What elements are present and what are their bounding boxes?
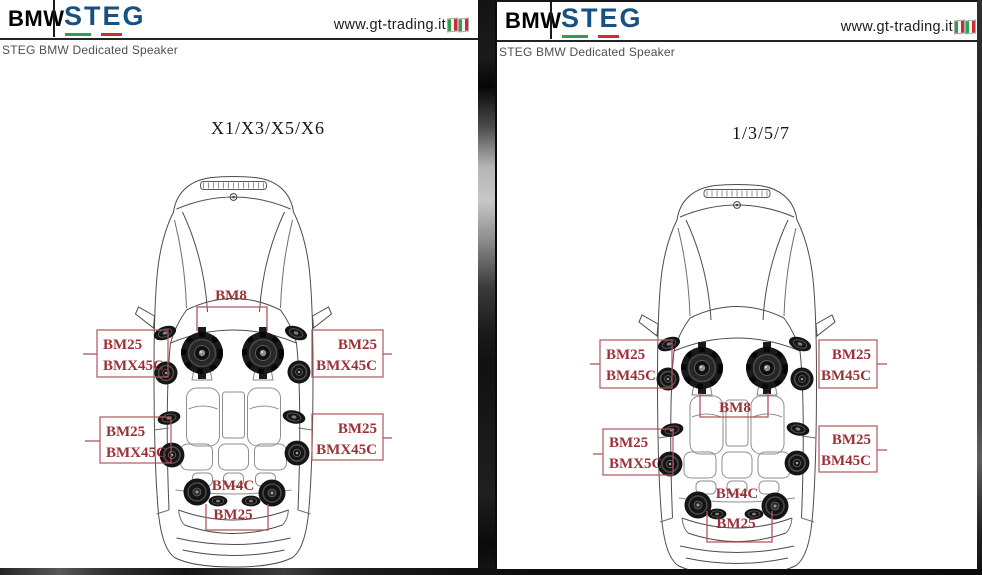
speaker-labels: BM8 BM25 BM45C BM25 BM45C BM25 BMX5C BM2… [590,339,887,543]
desktop-gap-strip [478,0,497,575]
logo-divider [53,0,55,37]
rear-left-label-2: BMX5C [609,456,662,472]
steg-green-bar [562,35,588,38]
steg-green-bar [65,33,91,36]
rear-left-tweeter [658,420,686,440]
rear-right-label-1: BM25 [832,432,871,448]
page-tagline: STEG BMW Dedicated Speaker [2,43,178,57]
steg-logo: STEG [561,4,641,40]
steg-red-bar [598,35,619,38]
front-right-midrange [789,366,815,392]
steg-red-bar [101,33,122,36]
front-left-label-2: BMX45C [103,358,164,374]
deck-tweeter-bracket [205,504,269,531]
rear-right-label-2: BMX45C [316,442,377,458]
deck-right-tweeter [241,495,261,507]
desktop-right-strip [977,0,982,575]
header-rule [497,40,977,42]
website-text: www.gt-trading.it [840,19,953,35]
rear-left-label-box [99,416,172,464]
rear-right-label-box [311,413,384,461]
dash-speaker-bracket [196,306,268,331]
front-right-label-box [311,329,384,378]
dash-speaker-bracket [699,393,769,418]
label-dash-speaker: BM8 [719,400,751,416]
label-dash-speaker: BM8 [215,288,247,304]
rear-left-label-2: BMX45C [106,445,167,461]
page-tagline: STEG BMW Dedicated Speaker [499,45,675,59]
deck-right-speaker [760,491,790,521]
steg-logo-text: STEG [561,3,643,33]
front-right-midrange [286,359,312,385]
rear-left-tweeter [155,408,183,428]
front-right-label-1: BM25 [832,347,871,363]
logo-divider [550,2,552,39]
label-deck-tweeter: BM25 [716,516,755,532]
front-right-label-1: BM25 [338,337,377,353]
label-rear-deck: BM4C [716,486,759,502]
website-url: www.gt-trading.it [840,19,976,35]
website-url: www.gt-trading.it [333,17,469,33]
model-title: 1/3/5/7 [731,123,790,143]
underseat-right-woofer [746,342,788,395]
front-left-label-1: BM25 [606,347,645,363]
front-right-label-box [818,339,878,389]
front-left-tweeter [655,333,683,355]
label-deck-tweeter: BM25 [213,507,252,523]
rear-right-tweeter [784,419,812,439]
rear-right-label-box [818,425,878,473]
rear-right-label-2: BM45C [821,453,871,469]
front-right-label-2: BM45C [821,368,871,384]
speaker-labels: BM8 BM25 BMX45C BM25 BMX45C BM25 BMX45C … [83,288,392,531]
deck-right-speaker [257,478,287,508]
front-left-label-1: BM25 [103,337,142,353]
rear-right-tweeter [280,407,308,427]
dash-left-woofer [181,327,223,380]
front-left-label-box [96,329,169,378]
steg-logo: STEG [64,2,144,38]
label-rear-deck: BM4C [212,478,255,494]
front-left-midrange [655,366,681,392]
header-rule [0,38,478,40]
rear-left-label-1: BM25 [609,435,648,451]
dash-right-woofer [242,327,284,380]
website-text: www.gt-trading.it [333,17,446,33]
deck-left-speaker [182,477,212,507]
deck-left-tweeter [208,495,228,507]
rear-left-label-1: BM25 [106,424,145,440]
rear-right-label-1: BM25 [338,421,377,437]
front-left-label-box [599,339,673,389]
speaker-diagram-x-series: BM8 BM25 BMX45C BM25 BMX45C BM25 BMX45C … [83,176,392,568]
front-right-label-2: BMX45C [316,358,377,374]
front-left-label-2: BM45C [606,368,656,384]
rear-right-midrange [283,439,311,467]
deck-tweeter-bracket [706,511,773,543]
underseat-left-woofer [681,342,723,395]
steg-logo-text: STEG [64,1,146,31]
model-title: X1/X3/X5/X6 [211,118,325,138]
brochure-page-x-series: BMW STEG www.gt-trading.it STEG BMW Dedi… [0,0,478,568]
brochure-page-sedan-series: BMW STEG www.gt-trading.it STEG BMW Dedi… [495,0,977,569]
front-left-tweeter [151,322,179,344]
desktop-bottom-strip [0,568,982,575]
speaker-diagram-sedan-series: BM8 BM25 BM45C BM25 BM45C BM25 BMX5C BM2… [590,184,887,569]
rear-left-label-box [602,428,674,476]
rear-right-midrange [783,449,811,477]
